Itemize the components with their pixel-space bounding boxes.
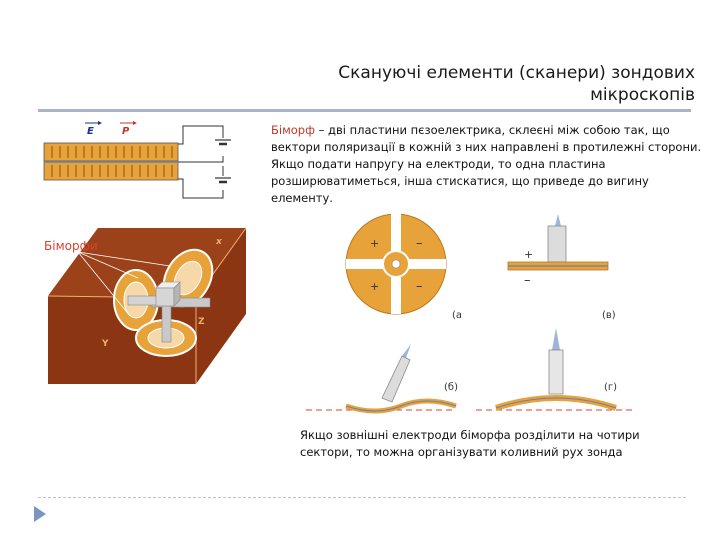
slide-title: Скануючі елементи (сканери) зондових мік… [338, 63, 695, 105]
probe-flat-diagram: + – (в) [507, 214, 616, 321]
bimorph-description: Біморф – дві пластини пєзоелектрика, скл… [271, 122, 711, 207]
label-e: E [87, 126, 94, 137]
bimorph-definition: – дві пластини пєзоелектрика, склеєні мі… [271, 123, 702, 154]
axis-x-label: x [215, 237, 223, 247]
label-bimorphs: Біморфи [44, 239, 98, 253]
sign-plus-flat: + [524, 248, 533, 261]
probe-tilted-diagram: (б) [306, 344, 458, 414]
scanner-diagram: Біморфи x Z Y [44, 227, 247, 384]
sign-plus-tl: + [370, 237, 379, 250]
sign-plus-bl: + [370, 280, 379, 293]
sector-disc-diagram: + – + – (а) [345, 214, 462, 321]
bimorph-voltage-text: Якщо подати напругу на електроди, то одн… [271, 157, 649, 205]
footer-divider [38, 497, 686, 498]
label-a: (а) [452, 310, 462, 321]
label-v: (в) [602, 310, 616, 321]
label-g: (г) [604, 382, 617, 393]
axis-y-label: Y [101, 339, 109, 349]
sign-minus-tr: – [416, 236, 423, 251]
next-slide-icon[interactable] [34, 506, 46, 522]
title-divider [38, 109, 691, 112]
probe-bent-diagram: (г) [476, 328, 636, 411]
sign-minus-flat: – [524, 273, 531, 288]
axis-z-label: Z [198, 317, 205, 327]
label-p: P [122, 126, 130, 137]
sign-minus-br: – [416, 279, 423, 294]
bimorph-term: Біморф [271, 123, 315, 137]
sector-description: Якщо зовнішні електроди біморфа розділит… [300, 428, 640, 459]
bimorph-diagram: E P [43, 121, 231, 199]
label-b: (б) [444, 382, 458, 393]
